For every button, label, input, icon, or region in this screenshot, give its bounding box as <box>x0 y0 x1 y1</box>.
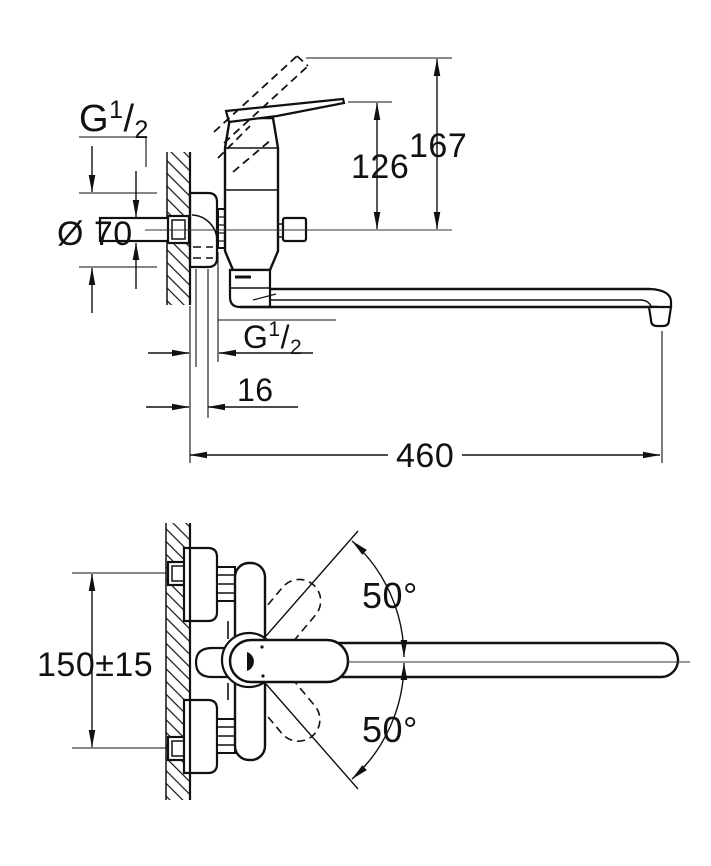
union-nut-top <box>216 566 236 602</box>
angle-up-label: 50° <box>362 575 418 616</box>
thread-label-wall: G1/2 <box>79 96 149 144</box>
dim-167-label: 167 <box>409 127 467 165</box>
dim-150-label: 150±15 <box>37 646 153 684</box>
union-nut-bottom <box>216 718 236 754</box>
spout-plan <box>298 641 680 679</box>
thread-label-spout: G1/2 <box>243 318 302 359</box>
handle-logo-mark <box>247 652 254 671</box>
angle-down-label: 50° <box>362 709 418 750</box>
faucet-body <box>223 116 280 309</box>
escutcheon-bottom <box>182 698 219 775</box>
diameter-label: Ø 70 <box>57 215 133 253</box>
dim-126-label: 126 <box>351 148 409 186</box>
escutcheon-top <box>182 546 219 623</box>
dim-16-label: 16 <box>237 372 274 408</box>
side-view-dimensions <box>79 57 663 463</box>
spacing-dimension <box>72 572 167 749</box>
side-view: G1/2 Ø 70 126 167 G1/2 16 460 <box>57 55 673 475</box>
lever-handle-raised-ghost <box>213 55 309 173</box>
lever-handle <box>224 97 346 124</box>
dim-460-label: 460 <box>396 437 454 475</box>
plan-view: 150±15 50° 50° <box>37 523 690 800</box>
spout <box>240 287 673 309</box>
swivel-angle-dimension <box>265 530 408 790</box>
aerator <box>647 305 673 328</box>
lever-handle-plan <box>228 638 350 684</box>
